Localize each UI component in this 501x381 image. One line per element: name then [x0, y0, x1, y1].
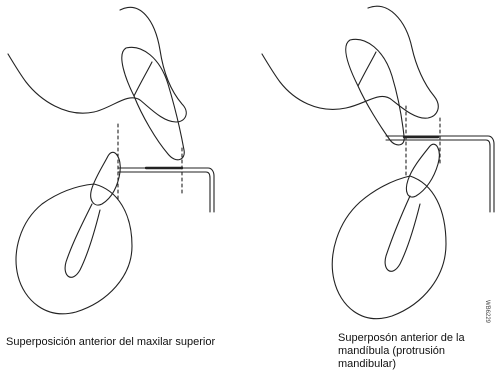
left-mandible-symphysis: [16, 184, 132, 314]
left-upper-incisor: [122, 47, 184, 159]
right-reference-lines: [406, 106, 440, 176]
right-lower-incisor: [406, 144, 439, 197]
right-upper-incisor: [346, 39, 404, 145]
right-lower-root: [385, 196, 420, 271]
right-upper-incisor-root: [358, 52, 376, 86]
caption-maxilla: Superposición anterior del maxilar super…: [6, 336, 236, 349]
left-upper-incisor-root: [134, 62, 152, 96]
left-lower-root: [65, 204, 100, 277]
right-panel: [262, 6, 494, 318]
left-panel: [8, 7, 214, 313]
left-ruler: [118, 168, 214, 212]
figure-code: WB6229: [484, 300, 490, 323]
left-reference-lines: [118, 124, 182, 200]
right-lip-outline: [262, 6, 438, 118]
caption-mandible: Superposón anterior de la mandíbula (pro…: [338, 332, 501, 371]
right-ruler: [386, 136, 494, 212]
